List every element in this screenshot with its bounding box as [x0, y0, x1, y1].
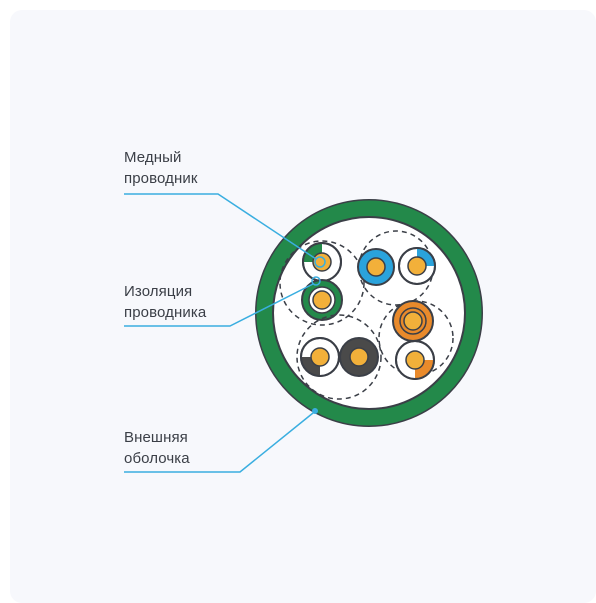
conductor-label-line1: Медный — [124, 149, 182, 166]
orange-wire — [392, 300, 434, 342]
conductor-pointer — [314, 256, 326, 268]
blue-white-wire — [398, 247, 436, 285]
blue-pair — [357, 230, 436, 306]
leader-lines — [124, 193, 326, 473]
jacket-pointer — [312, 408, 318, 414]
brown-white-wire — [300, 337, 340, 377]
jacket-label-line2: оболочка — [124, 450, 190, 467]
orange-pair — [378, 300, 454, 380]
blue-wire — [357, 248, 395, 286]
green-wire — [301, 279, 343, 321]
outer-jacket — [255, 199, 483, 427]
brown-wire — [339, 337, 379, 377]
brown-pair — [296, 314, 382, 400]
insulation-pointer — [311, 276, 321, 286]
jacket-leader-line — [124, 412, 314, 473]
orange-white-wire — [395, 340, 435, 380]
conductor-label: Медный проводник — [124, 147, 198, 189]
jacket-label: Внешняя оболочка — [124, 427, 190, 469]
jacket-label-line1: Внешняя — [124, 429, 188, 446]
insulation-label-line2: проводника — [124, 304, 207, 321]
green-white-wire — [302, 242, 342, 282]
insulation-label: Изоляция проводника — [124, 281, 206, 323]
insulation-leader-line — [124, 283, 314, 327]
conductor-label-line2: проводник — [124, 170, 198, 187]
insulation-label-line1: Изоляция — [124, 283, 193, 300]
conductor-leader-line — [124, 193, 317, 260]
